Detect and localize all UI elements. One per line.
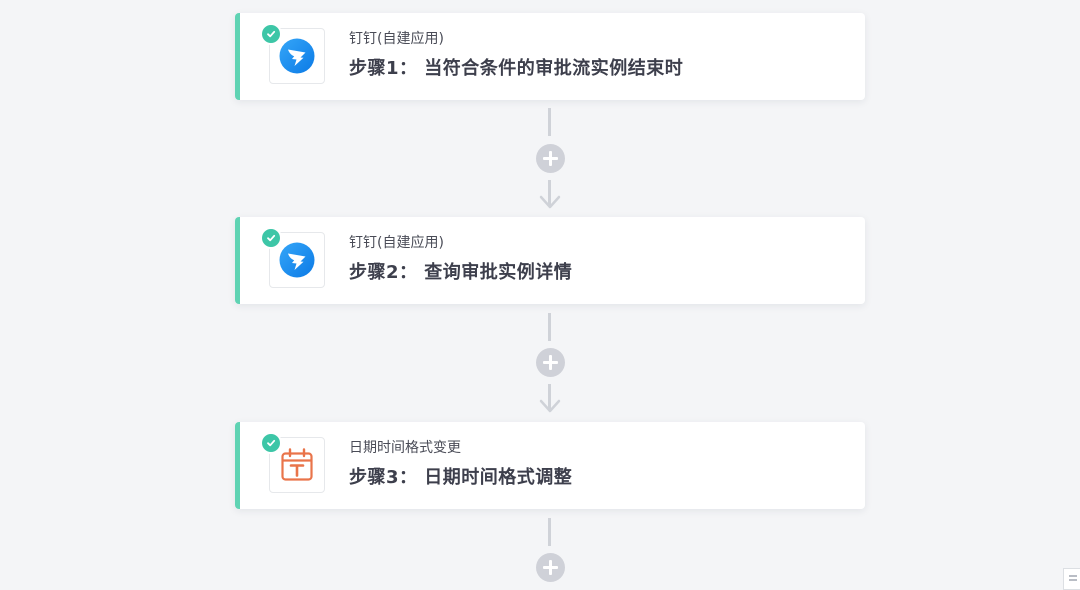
arrow-down-icon [539,399,561,413]
step-title: 步骤3： 日期时间格式调整 [349,467,573,488]
app-icon-container [269,232,325,288]
step-card-1[interactable]: 钉钉(自建应用) 步骤1： 当符合条件的审批流实例结束时 [235,13,865,100]
step-app-name: 日期时间格式变更 [349,440,461,456]
connector-line [548,384,551,410]
completed-check-icon [260,432,282,454]
dingtalk-icon [279,38,315,74]
dingtalk-icon [279,242,315,278]
step-card-3[interactable]: 日期时间格式变更 步骤3： 日期时间格式调整 [235,422,865,509]
step-title: 步骤2： 查询审批实例详情 [349,262,573,283]
connector-line [548,313,551,341]
app-icon-container [269,28,325,84]
arrow-down-icon [539,195,561,209]
list-toggle-icon[interactable] [1063,568,1080,590]
completed-check-icon [260,227,282,249]
add-step-button[interactable] [536,348,565,377]
add-step-button[interactable] [536,144,565,173]
connector-line [548,180,551,206]
calendar-format-icon [281,448,313,481]
completed-check-icon [260,23,282,45]
add-step-button[interactable] [536,553,565,582]
connector-line [548,108,551,136]
step-title: 步骤1： 当符合条件的审批流实例结束时 [349,58,684,79]
step-app-name: 钉钉(自建应用) [349,235,444,251]
connector-line [548,518,551,546]
step-card-2[interactable]: 钉钉(自建应用) 步骤2： 查询审批实例详情 [235,217,865,304]
step-app-name: 钉钉(自建应用) [349,31,444,47]
